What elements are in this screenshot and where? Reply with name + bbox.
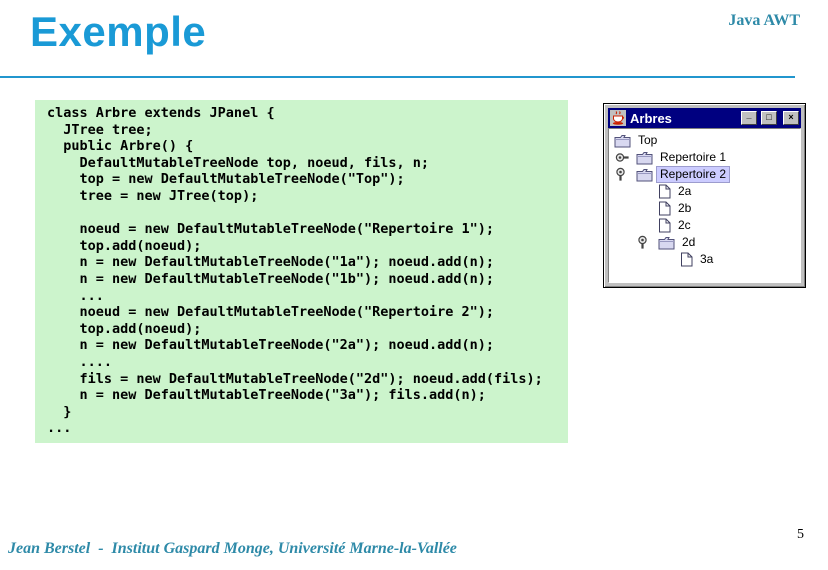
folder-icon	[658, 236, 675, 249]
tree-node-2c[interactable]: 2c	[609, 217, 800, 234]
code-line: tree = new JTree(top);	[47, 187, 259, 204]
expand-handle-icon[interactable]	[615, 167, 626, 182]
title-rule	[0, 76, 795, 78]
window-titlebar[interactable]: Arbres _ □ ×	[608, 108, 801, 128]
code-line: fils = new DefaultMutableTreeNode("2d");…	[47, 370, 543, 387]
minimize-button[interactable]: _	[741, 111, 757, 125]
tree-node-label: 2d	[682, 235, 696, 249]
code-line	[47, 205, 568, 222]
code-block: class Arbre extends JPanel { JTree tree;…	[35, 100, 568, 443]
code-line: top.add(noeud);	[47, 237, 202, 254]
tree-node-label: 2a	[678, 184, 692, 198]
folder-icon	[614, 134, 631, 147]
tree-node-label: 3a	[700, 252, 714, 266]
java-cup-icon	[610, 110, 626, 126]
code-line: noeud = new DefaultMutableTreeNode("Repe…	[47, 221, 495, 238]
tree-node-repertoire-2[interactable]: Repertoire 2	[609, 166, 800, 183]
code-line: noeud = new DefaultMutableTreeNode("Repe…	[47, 304, 495, 321]
code-line: DefaultMutableTreeNode top, noeud, fils,…	[47, 154, 430, 171]
code-line: public Arbre() {	[47, 138, 194, 155]
file-icon	[681, 252, 693, 267]
expand-handle-icon[interactable]	[637, 235, 648, 250]
code-line: JTree tree;	[47, 121, 153, 138]
file-icon	[659, 184, 671, 199]
folder-icon	[636, 168, 653, 181]
tree-node-label: Top	[638, 133, 658, 147]
code-line: top = new DefaultMutableTreeNode("Top");	[47, 171, 405, 188]
code-line: n = new DefaultMutableTreeNode("1a"); no…	[47, 254, 495, 271]
tree-node-2b[interactable]: 2b	[609, 200, 800, 217]
page-title: Exemple	[30, 8, 207, 55]
code-line: }	[47, 403, 72, 420]
code-line: n = new DefaultMutableTreeNode("1b"); no…	[47, 270, 495, 287]
tree-node-3a[interactable]: 3a	[609, 251, 800, 268]
tree-node-top[interactable]: Top	[609, 132, 800, 149]
tree-node-label: 2c	[678, 218, 691, 232]
code-line: class Arbre extends JPanel {	[47, 105, 275, 121]
course-label: Java AWT	[728, 12, 800, 29]
code-line: top.add(noeud);	[47, 320, 202, 337]
tree-node-label: Repertoire 2	[655, 166, 731, 183]
page-number: 5	[797, 527, 804, 542]
close-button[interactable]: ×	[783, 111, 799, 125]
tree-node-label: 2b	[678, 201, 692, 215]
code-line: n = new DefaultMutableTreeNode("3a"); fi…	[47, 387, 486, 404]
folder-icon	[636, 151, 653, 164]
file-icon	[659, 218, 671, 233]
tree-node-label: Repertoire 1	[660, 150, 727, 164]
footer-credit: Jean Berstel - Institut Gaspard Monge, U…	[8, 540, 457, 557]
window-title: Arbres	[630, 110, 672, 126]
tree-node-2d[interactable]: 2d	[609, 234, 800, 251]
code-line: ...	[47, 420, 72, 437]
collapse-handle-icon[interactable]	[615, 152, 630, 163]
tree-node-repertoire-1[interactable]: Repertoire 1	[609, 149, 800, 166]
file-icon	[659, 201, 671, 216]
code-line: ....	[47, 353, 113, 370]
tree-node-2a[interactable]: 2a	[609, 183, 800, 200]
code-line: n = new DefaultMutableTreeNode("2a"); no…	[47, 337, 495, 354]
maximize-button[interactable]: □	[761, 111, 777, 125]
code-line: ...	[47, 287, 104, 304]
